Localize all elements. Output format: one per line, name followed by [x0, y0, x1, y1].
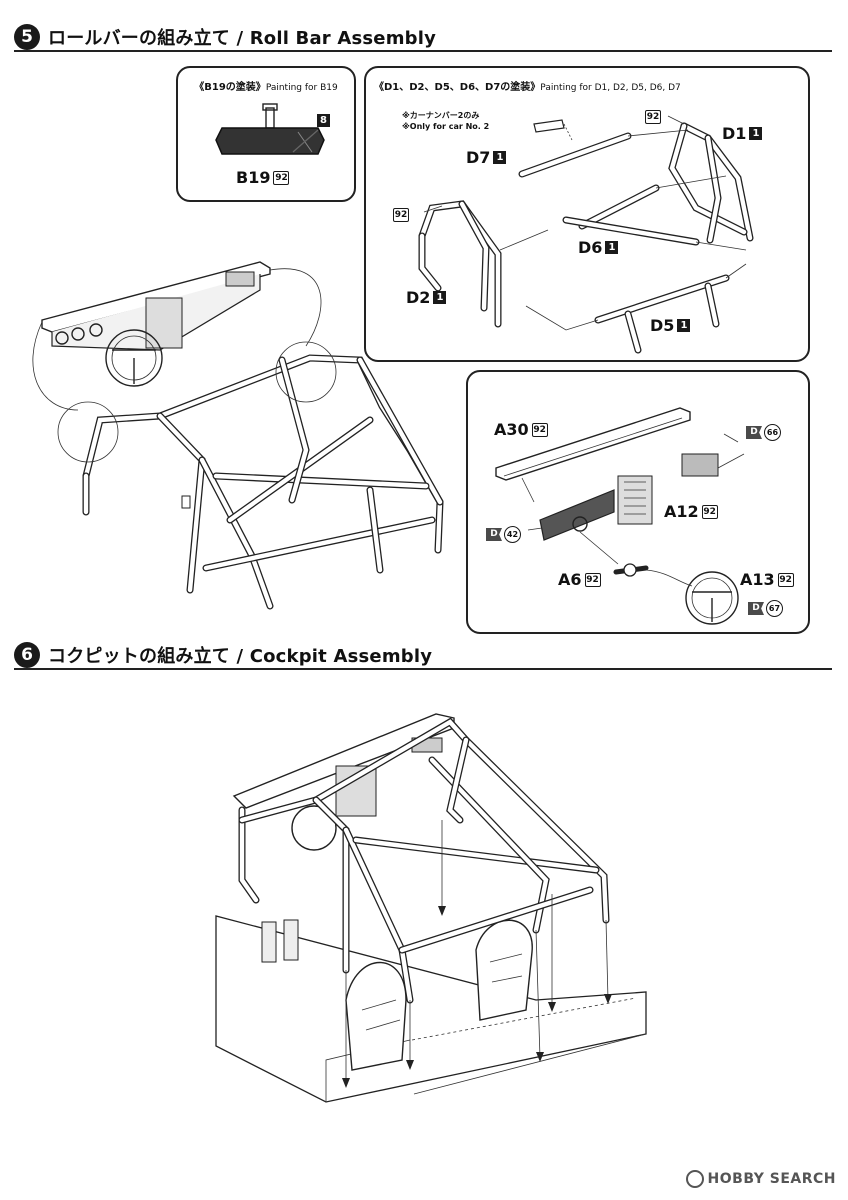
cockpit-assembly-drawing — [215, 713, 647, 1103]
b19-part-name: B19 — [236, 168, 271, 187]
car-number-note: ※カーナンバー2のみ ※Only for car No. 2 — [402, 110, 489, 132]
b19-color-code: 92 — [273, 170, 290, 185]
b19-panel-header: 《B19の塗装》Painting for B19 — [178, 78, 354, 93]
b19-badge: 8 — [314, 108, 330, 127]
step5-title: ロールバーの組み立て / Roll Bar Assembly — [48, 28, 437, 49]
hobby-search-logo-icon — [685, 1170, 704, 1188]
rear-view-mirror-drawing — [215, 103, 325, 155]
step6-header: 6 コクピットの組み立て / Cockpit Assembly — [14, 642, 432, 668]
step5-rule — [14, 50, 832, 52]
step6-number: 6 — [14, 642, 40, 668]
hobby-search-watermark: HOBBY SEARCH — [685, 1170, 836, 1188]
note-en: ※Only for car No. 2 — [402, 122, 490, 131]
d-panel-header: 《D1、D2、D5、D6、D7の塗装》Painting for D1, D2, … — [374, 78, 681, 93]
b19-header-en: Painting for B19 — [265, 83, 338, 93]
roll-bar-parts-drawing — [418, 115, 754, 354]
d-header-jp: 《D1、D2、D5、D6、D7の塗装》 — [374, 82, 541, 93]
step5-header: 5 ロールバーの組み立て / Roll Bar Assembly — [14, 24, 436, 50]
d2-left-color: 92 — [393, 208, 409, 222]
watermark-text: HOBBY SEARCH — [707, 1171, 836, 1187]
dashboard-parts-drawing — [495, 407, 745, 625]
step6-rule — [14, 668, 832, 670]
roll-cage-assembly-drawing — [32, 261, 444, 610]
note-jp: ※カーナンバー2のみ — [402, 111, 480, 120]
step6-title: コクピットの組み立て / Cockpit Assembly — [48, 646, 433, 667]
d1-top-color: 92 — [645, 110, 661, 124]
d-parts-painting-panel: 《D1、D2、D5、D6、D7の塗装》Painting for D1, D2, … — [364, 66, 810, 362]
d-header-en: Painting for D1, D2, D5, D6, D7 — [540, 83, 681, 93]
b19-header-jp: 《B19の塗装》 — [194, 82, 266, 93]
step5-number: 5 — [14, 24, 40, 50]
